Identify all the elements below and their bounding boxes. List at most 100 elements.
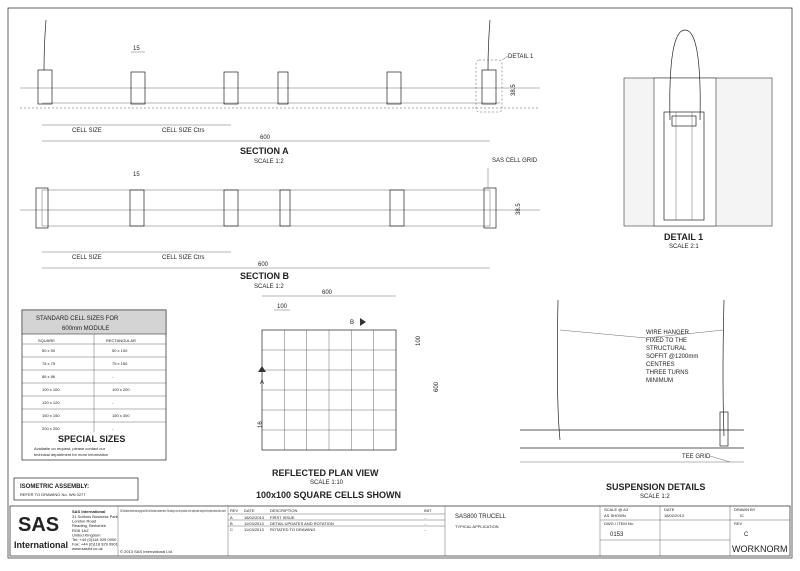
dim-cell-size-ctrs: CELL SIZE Ctrs (162, 128, 204, 134)
dim-height: 38.5 (516, 203, 522, 215)
rev-header: INIT (424, 508, 432, 513)
rev-label: REV (734, 521, 743, 526)
special-sizes-line: technical department for more informatio… (34, 452, 108, 457)
suspension-note-line: MINIMUM (646, 378, 673, 384)
section-a-scale: SCALE 1:2 (254, 159, 284, 165)
drawn-label: DRAWN BY (734, 507, 756, 512)
blade (386, 71, 402, 105)
rev-cell: DETAIL UPDATES AND ROTATION (270, 521, 334, 526)
detail-1-scale: SCALE 2:1 (669, 244, 699, 250)
cell-size-table: STANDARD CELL SIZES FOR 600mm MODULE SQU… (21, 309, 167, 461)
rev-cell: FIRST ISSUE (270, 515, 295, 520)
detail-1-view: DETAIL 1 SCALE 2:1 (623, 29, 773, 250)
blade (129, 189, 145, 227)
suspension-note-line: CENTRES (646, 362, 675, 368)
table-title-2: 600mm MODULE (62, 326, 109, 332)
suspension-note-line: SOFFIT @1200mm (646, 354, 698, 360)
application-name: TYPICAL APPLICATION (455, 524, 499, 529)
blade-end-right (481, 69, 497, 105)
blade (223, 189, 239, 227)
plan-view: 600 100 100 600 16 A B REFLECTED PLAN VI… (256, 290, 440, 500)
product-name: SAS800 TRUCELL (455, 514, 507, 520)
blade-end-left (35, 187, 49, 229)
table-cell: 86 x 86 (42, 374, 56, 379)
isometric-title: ISOMETRIC ASSEMBLY: (20, 484, 89, 490)
blade (130, 71, 146, 105)
suspension-title: SUSPENSION DETAILS (606, 482, 705, 492)
detail-1-ref: DETAIL 1 (508, 54, 534, 60)
blade (223, 71, 239, 105)
table-cell: - (112, 400, 114, 405)
rev-cell: 11/03/2013 (244, 527, 264, 532)
blade (389, 189, 405, 227)
plan-view-caption: 100x100 SQUARE CELLS SHOWN (256, 490, 401, 500)
section-b-title: SECTION B (240, 271, 290, 281)
table-cell: 50 x 100 (112, 348, 128, 353)
sas-logo-sub: International (14, 540, 68, 550)
address-line: London Road (72, 519, 96, 524)
rev-cell: ROTATED TO DRAWING (270, 527, 315, 532)
marker-a: A (260, 380, 264, 386)
detail-1-title: DETAIL 1 (664, 232, 703, 242)
table-header: SQUARE (38, 338, 55, 343)
dim-16: 16 (258, 421, 264, 428)
address-line: RG6 1AZ (72, 528, 89, 533)
wire-hanger (556, 299, 561, 441)
isometric-ref: REFER TO DRAWING No. WN 0277 (20, 492, 86, 497)
rev-cell: A (230, 515, 233, 520)
hanger-wire (43, 19, 47, 71)
address-line: Fax: +44 (0)118 929 0901 (72, 542, 119, 547)
rev-value: C (744, 532, 749, 538)
plan-view-scale: SCALE 1:10 (310, 480, 344, 486)
table-cell: 150 x 300 (112, 413, 130, 418)
dwg-label: DWG / ITEM No. (604, 521, 634, 526)
table-title-1: STANDARD CELL SIZES FOR (36, 316, 119, 322)
table-header: RECTANGULAR (106, 338, 136, 343)
suspension-note-line: THREE TURNS (646, 370, 689, 376)
rev-header: REV (230, 508, 239, 513)
address-line: Reading, Berkshire (72, 523, 107, 528)
date-label: DATE (664, 507, 675, 512)
section-b-marker (360, 318, 366, 326)
special-sizes-title: SPECIAL SIZES (58, 434, 125, 444)
rev-header: DATE (244, 508, 255, 513)
table-cell: 100 x 100 (42, 387, 60, 392)
rev-cell: 11/03/2013 (244, 521, 264, 526)
table-cell: 75 x 75 (42, 361, 56, 366)
brand-label: WORKNORM (732, 544, 788, 554)
dim-cell-size-ctrs: CELL SIZE Ctrs (162, 255, 204, 261)
table-cell: 120 x 120 (42, 400, 60, 405)
rev-cell: B (230, 521, 233, 526)
wire-hanger (722, 299, 725, 437)
sas-cell-grid-label: SAS CELL GRID (492, 158, 538, 164)
address-line: 31 Suttons Business Park (72, 514, 118, 519)
scale-value: AS SHOWN (604, 513, 626, 518)
rev-cell: ... (424, 527, 427, 532)
blade (277, 71, 289, 105)
rev-cell: ... (424, 521, 427, 526)
dim-600: 600 (322, 290, 333, 296)
detail-callout-box (475, 59, 503, 113)
dim-100: 100 (277, 304, 288, 310)
dim-side-100: 100 (416, 335, 422, 346)
rev-cell: 18/02/2013 (244, 515, 265, 520)
copyright-text: © 2013 SAS International Ltd. (120, 549, 173, 554)
section-b-view: SAS CELL GRID 15 38.5 CELL SIZE CELL SIZ… (20, 158, 540, 290)
sas-logo-mark: SAS (18, 514, 59, 536)
tee-grid-label: TEE GRID (682, 454, 711, 460)
rev-cell: C (230, 527, 233, 532)
dim-top: 15 (133, 172, 140, 178)
plan-view-title: REFLECTED PLAN VIEW (272, 468, 379, 478)
date-value: 18/02/2013 (664, 513, 685, 518)
dim-overall: 600 (258, 262, 269, 268)
rev-header: DESCRIPTION (270, 508, 297, 513)
hanger-loop (669, 29, 701, 121)
dim-top: 15 (133, 46, 140, 52)
suspension-note-line: WIRE HANGER (646, 330, 690, 336)
suspension-scale: SCALE 1:2 (640, 494, 670, 500)
address-line: www.sasint.co.uk (72, 546, 103, 551)
section-a-view: DETAIL 1 15 38.5 CELL SIZE CELL SIZE Ctr… (20, 19, 540, 165)
